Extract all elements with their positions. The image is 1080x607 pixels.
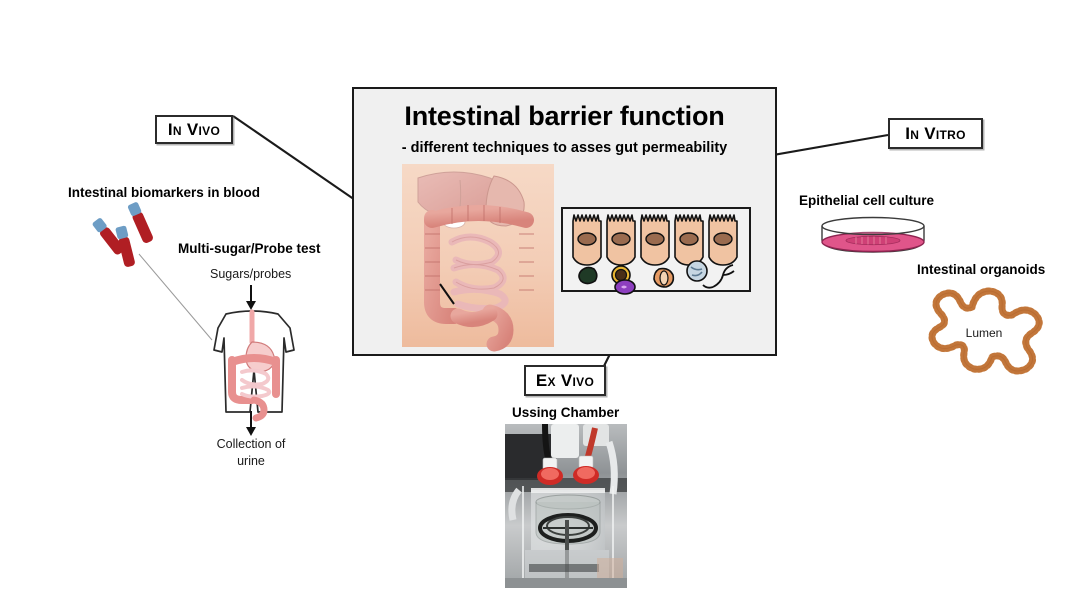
sugars-probes-label: Sugars/probes — [210, 267, 292, 281]
arrow-down-icon-ingest — [240, 285, 262, 311]
label-box-in-vitro[interactable]: In Vitro — [888, 118, 983, 149]
page-subtitle: - different techniques to asses gut perm… — [401, 140, 728, 156]
lumen-label: Lumen — [965, 326, 1003, 340]
intestinal-epithelium-diagram — [561, 207, 751, 295]
label-box-in-vivo[interactable]: In Vivo — [155, 115, 233, 144]
blood-tubes-icon — [92, 202, 172, 269]
ussing-chamber-photograph — [505, 424, 627, 588]
label-box-ex-vivo[interactable]: Ex Vivo — [524, 365, 606, 396]
urine-collection-label-line1: Collection of — [216, 437, 286, 451]
main-panel: Intestinal barrier function - different … — [352, 87, 777, 356]
multisugar-label: Multi-sugar/Probe test — [178, 241, 321, 256]
cell-culture-label: Epithelial cell culture — [799, 193, 935, 208]
label-in-vivo: In Vivo — [167, 119, 221, 139]
biomarkers-label: Intestinal biomarkers in blood — [68, 185, 261, 200]
petri-dish-icon — [816, 216, 930, 258]
arrow-down-icon-excrete — [240, 411, 262, 437]
abdominal-anatomy-illustration — [402, 164, 554, 352]
intestinal-organoid-icon — [916, 285, 1052, 375]
organoids-label: Intestinal organoids — [917, 262, 1046, 277]
page-title: Intestinal barrier function — [404, 101, 725, 131]
ussing-chamber-label: Ussing Chamber — [512, 405, 620, 420]
label-ex-vivo: Ex Vivo — [535, 370, 595, 390]
urine-collection-label-line2: urine — [237, 454, 265, 468]
label-in-vitro: In Vitro — [905, 123, 966, 143]
human-body-digestive-illustration — [196, 308, 308, 422]
